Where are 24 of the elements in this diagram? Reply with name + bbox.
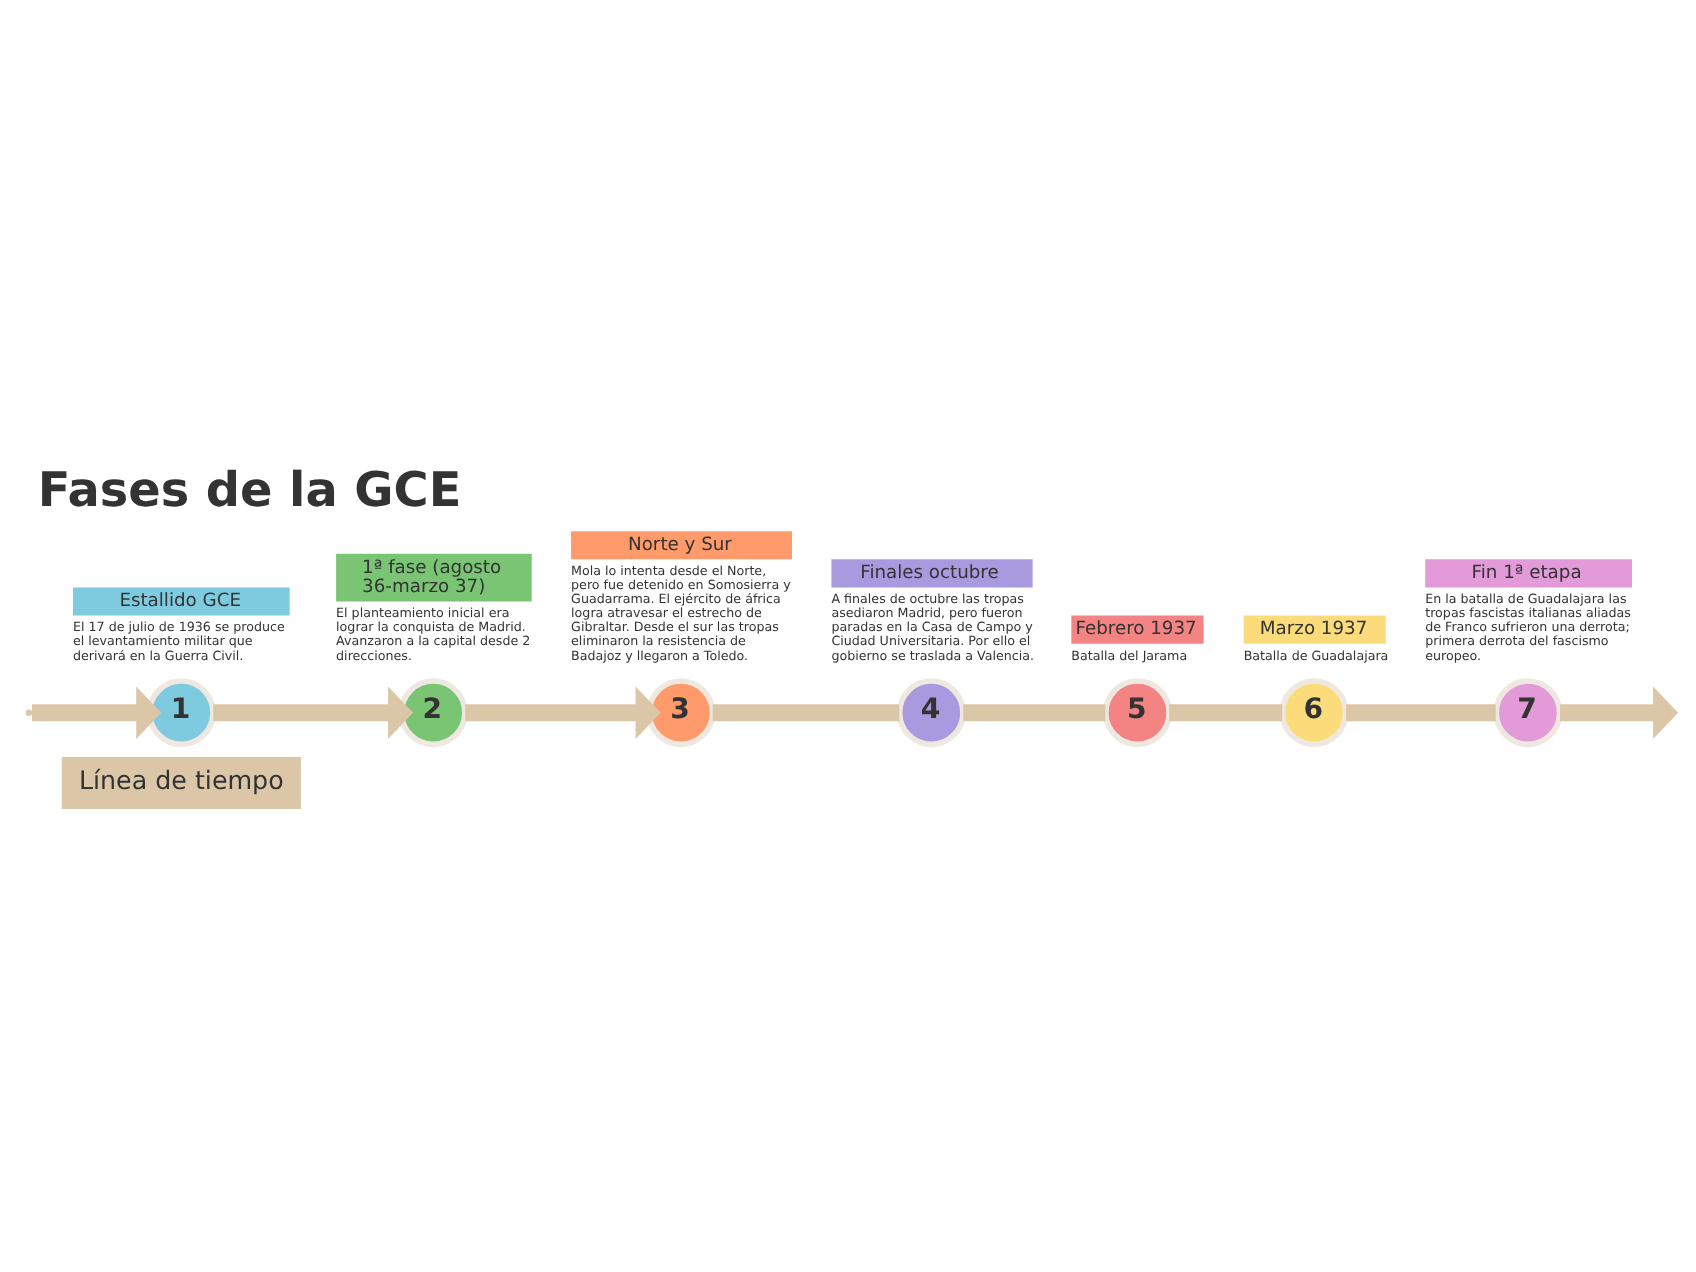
node-box: Febrero 1937 (1070, 615, 1203, 644)
node-box: Línea de tiempo (60, 757, 300, 810)
connector (1345, 704, 1495, 722)
node-box: 1ª fase (agosto 36-marzo 37) (335, 553, 531, 602)
node-box: Fin 1ª etapa (1424, 559, 1632, 588)
node-circle: 6 (1278, 678, 1348, 748)
arrow (31, 686, 161, 739)
node-circle: 3 (645, 678, 715, 748)
node-box: Finales octubre (830, 559, 1032, 588)
node-box: Norte y Sur (570, 531, 791, 560)
node-box: Marzo 1937 (1242, 615, 1385, 644)
node-circle: 2 (397, 678, 467, 748)
connector (711, 704, 899, 722)
node-circle: 1 (145, 678, 215, 748)
arrow (464, 686, 660, 739)
connector (962, 704, 1105, 722)
arrow (212, 686, 413, 739)
node-circle: 7 (1492, 678, 1562, 748)
node-circle: 5 (1102, 678, 1171, 748)
connector (1168, 704, 1282, 722)
diagram-title: Fases de la GCE (36, 462, 461, 519)
node-circle: 4 (895, 678, 965, 748)
node-box: Estallido GCE (72, 587, 289, 616)
arrow (1559, 686, 1678, 739)
